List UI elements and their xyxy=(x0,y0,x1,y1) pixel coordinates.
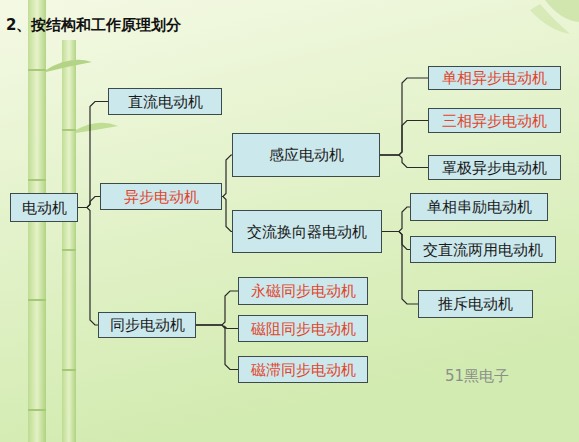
box-label: 电动机 xyxy=(22,199,67,217)
bracket-connector xyxy=(380,155,428,168)
bracket-connector xyxy=(382,207,410,232)
category-box: 感应电动机 xyxy=(232,133,380,177)
box-label: 单相异步电动机 xyxy=(442,69,547,87)
box-label: 交直流两用电动机 xyxy=(423,241,543,259)
leaf-decoration xyxy=(530,0,579,34)
slide-title: 2、按结构和工作原理划分 xyxy=(6,16,181,35)
box-label: 磁滞同步电动机 xyxy=(251,361,356,379)
category-box: 永磁同步电动机 xyxy=(238,277,368,305)
category-box: 推斥电动机 xyxy=(418,290,533,318)
bracket-connector xyxy=(78,197,100,208)
box-label: 直流电动机 xyxy=(128,93,203,111)
category-box: 直流电动机 xyxy=(108,88,222,115)
box-label: 单相串励电动机 xyxy=(427,198,532,216)
bracket-connector xyxy=(382,232,410,250)
category-box: 交流换向器电动机 xyxy=(232,210,382,253)
category-box: 异步电动机 xyxy=(100,183,222,210)
category-box: 电动机 xyxy=(10,193,78,222)
box-label: 磁阻同步电动机 xyxy=(251,320,356,338)
category-box: 交直流两用电动机 xyxy=(410,236,556,263)
box-label: 感应电动机 xyxy=(269,146,344,164)
bracket-connector xyxy=(222,155,232,197)
bracket-connector xyxy=(196,325,238,370)
category-box: 三相异步电动机 xyxy=(428,108,561,133)
category-box: 单相串励电动机 xyxy=(410,193,548,221)
bracket-connector xyxy=(380,78,428,155)
category-box: 单相异步电动机 xyxy=(428,66,561,90)
watermark: 51黑电子 xyxy=(445,367,509,386)
category-box: 罩极异步电动机 xyxy=(428,155,561,180)
box-label: 推斥电动机 xyxy=(438,295,513,313)
box-label: 三相异步电动机 xyxy=(442,112,547,130)
box-label: 同步电动机 xyxy=(110,316,185,334)
category-box: 磁滞同步电动机 xyxy=(238,356,368,383)
box-label: 永磁同步电动机 xyxy=(251,282,356,300)
box-label: 交流换向器电动机 xyxy=(247,223,367,241)
bracket-connector xyxy=(222,197,232,232)
bracket-connector xyxy=(196,291,238,325)
category-box: 磁阻同步电动机 xyxy=(238,315,368,342)
category-box: 同步电动机 xyxy=(98,312,196,338)
bracket-connector xyxy=(380,121,428,156)
box-label: 罩极异步电动机 xyxy=(442,159,547,177)
box-label: 异步电动机 xyxy=(124,188,199,206)
bracket-connector xyxy=(78,208,98,326)
